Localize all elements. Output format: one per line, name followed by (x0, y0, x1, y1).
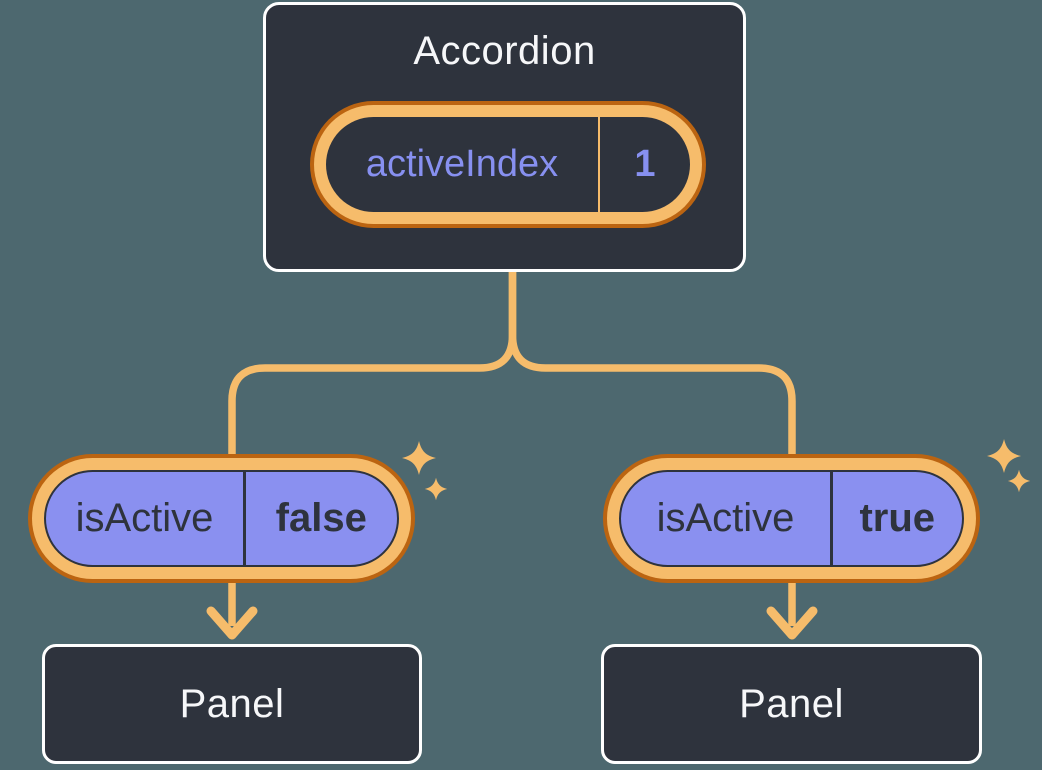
prop-pill-right-body: isActive true (619, 470, 964, 567)
prop-value: false (275, 496, 367, 540)
state-pill-divider (598, 117, 600, 212)
state-pill: activeIndex 1 (310, 101, 706, 228)
prop-pill-left-body: isActive false (44, 470, 399, 567)
connector-left-branch (228, 271, 517, 470)
prop-name: isActive (75, 496, 214, 540)
connector-right-branch (508, 271, 796, 470)
down-arrow-right-icon (766, 606, 818, 640)
accordion-node-title: Accordion (413, 29, 596, 73)
panel-node-title: Panel (739, 681, 844, 726)
prop-pill-divider (243, 472, 246, 565)
sparkle-icon (1007, 469, 1031, 493)
prop-pill-divider (830, 472, 833, 565)
state-pill-body: activeIndex 1 (326, 117, 690, 212)
down-arrow-left-icon (206, 606, 258, 640)
sparkle-icon (402, 441, 436, 475)
panel-node-title: Panel (179, 681, 285, 726)
prop-name: isActive (656, 496, 795, 540)
prop-value: true (859, 496, 936, 540)
panel-node-right: Panel (601, 644, 982, 764)
sparkle-icon (987, 439, 1021, 473)
prop-pill-right: isActive true (603, 454, 980, 583)
prop-pill-left: isActive false (28, 454, 415, 583)
panel-node-left: Panel (42, 644, 422, 764)
state-value: 1 (634, 143, 656, 185)
sparkles-prop-right (987, 439, 1031, 493)
sparkle-icon (424, 477, 448, 501)
state-name: activeIndex (365, 143, 559, 185)
